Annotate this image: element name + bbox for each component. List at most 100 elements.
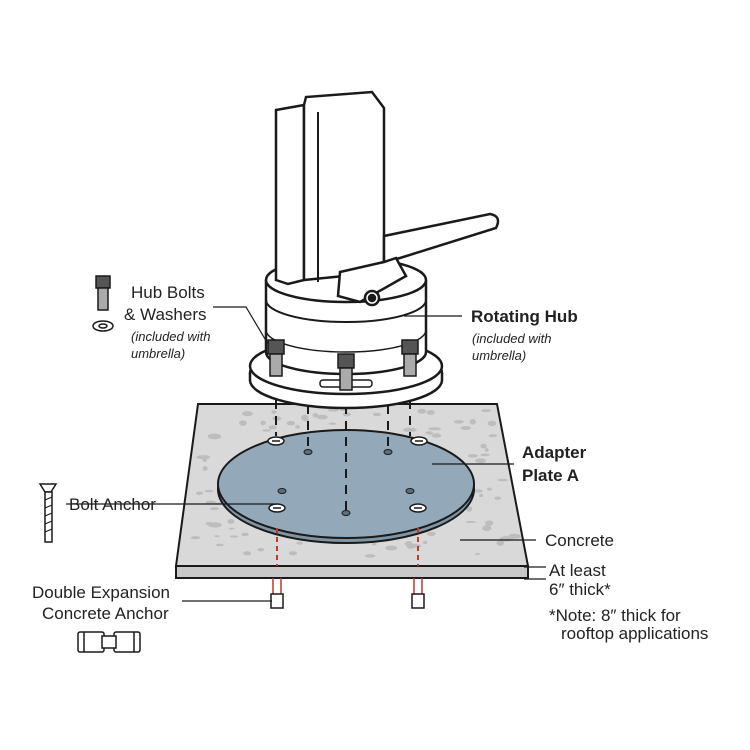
hub-bolts-label-line2: & Washers <box>124 305 207 324</box>
concrete-speckle <box>494 496 502 500</box>
concrete-speckle <box>488 434 497 438</box>
rotating-hub-note: (included with <box>472 331 552 346</box>
concrete-speckle <box>480 443 487 449</box>
concrete-speckle <box>428 427 442 431</box>
concrete-speckle <box>229 527 235 530</box>
concrete-speckle <box>327 408 339 412</box>
concrete-speckle <box>241 532 249 537</box>
plate-holes <box>277 449 415 516</box>
thickness-label: At least <box>549 561 606 580</box>
rotating-hub-label: Rotating Hub <box>471 307 578 326</box>
concrete-speckle <box>242 411 253 417</box>
concrete-speckle <box>485 520 494 526</box>
concrete-speckle <box>227 519 235 524</box>
concrete-speckle <box>372 412 382 417</box>
concrete-speckle <box>496 540 505 546</box>
concrete-speckle <box>257 547 265 552</box>
concrete-speckle <box>316 414 328 420</box>
concrete-speckle <box>422 540 428 545</box>
plate-screws <box>267 436 428 513</box>
concrete-speckle <box>288 551 298 556</box>
concrete-speckle <box>295 425 300 429</box>
concrete-speckle <box>480 409 492 413</box>
concrete-label: Concrete <box>545 531 614 550</box>
rooftop-note: *Note: 8″ thick for <box>549 606 681 625</box>
concrete-speckle <box>482 525 492 532</box>
concrete-speckle <box>202 466 208 471</box>
slab-anchors <box>270 578 425 609</box>
concrete-speckle <box>339 409 349 411</box>
adapter-plate-label: Adapter <box>522 443 587 462</box>
concrete-speckle <box>268 425 277 430</box>
leader-lines <box>66 306 546 602</box>
bolt-anchor-label: Bolt Anchor <box>69 495 156 514</box>
concrete-speckle <box>328 422 337 425</box>
concrete-speckle <box>229 535 239 538</box>
concrete-speckle <box>207 433 222 440</box>
concrete-speckles <box>190 408 521 558</box>
concrete-speckle <box>457 420 462 423</box>
concrete-speckle <box>301 414 309 421</box>
concrete-speckle <box>497 478 508 482</box>
concrete-speckle <box>271 410 277 414</box>
thickness-label-line2: 6″ thick* <box>549 580 611 599</box>
concrete-speckle <box>205 500 216 504</box>
concrete-speckle <box>425 431 434 435</box>
double-expansion-label-line2: Concrete Anchor <box>42 604 169 623</box>
rooftop-note-line2: rooftop applications <box>561 624 708 643</box>
concrete-speckle <box>364 554 376 558</box>
rotating-hub-note-line2: umbrella) <box>472 348 526 363</box>
hub-bolts-label: Hub Bolts <box>131 283 205 302</box>
concrete-speckle <box>473 489 483 493</box>
concrete-speckle <box>190 536 201 540</box>
concrete-speckle <box>460 426 472 430</box>
concrete-speckle <box>209 507 219 511</box>
concrete-speckle <box>474 458 487 464</box>
hub-bolt-icon <box>92 275 114 332</box>
concrete-speckle <box>385 545 398 551</box>
hub-bolts-note: (included with <box>131 329 211 344</box>
adapter-plate-label-line2: Plate A <box>522 466 579 485</box>
concrete-speckle <box>286 420 296 426</box>
concrete-speckle <box>417 408 427 414</box>
concrete-speckle <box>312 413 319 418</box>
concrete-speckle <box>508 533 521 539</box>
concrete-speckle <box>214 535 220 538</box>
double-expansion-label: Double Expansion <box>32 583 170 602</box>
concrete-speckle <box>484 448 489 452</box>
concrete-speckle <box>260 420 266 426</box>
concrete-speckle <box>480 453 491 457</box>
concrete-speckle <box>474 553 481 556</box>
concrete-speckle <box>479 493 484 498</box>
concrete-speckle <box>371 542 377 546</box>
concrete-speckle <box>243 551 252 556</box>
concrete-speckle <box>426 410 435 415</box>
concrete-speckle <box>204 489 214 493</box>
concrete-speckle <box>202 457 208 463</box>
concrete-speckle <box>426 531 436 537</box>
concrete-speckle <box>208 434 214 437</box>
anchor-alignment-lines <box>276 528 419 566</box>
double-expansion-anchor-icon <box>77 631 141 653</box>
concrete-speckle <box>262 429 271 432</box>
concrete-speckle <box>408 544 422 548</box>
bolt-anchor-icon <box>38 483 58 543</box>
concrete-speckle <box>403 427 417 432</box>
concrete-speckle <box>487 420 497 427</box>
concrete-speckle <box>431 433 442 438</box>
rotating-hub <box>248 90 500 410</box>
concrete-speckle <box>241 420 247 424</box>
concrete-speckle <box>296 541 303 545</box>
concrete-speckle <box>467 454 478 458</box>
hub-flange-bolts <box>267 339 419 391</box>
concrete-speckle <box>466 506 473 512</box>
concrete-speckle <box>469 419 476 425</box>
concrete-speckle <box>487 487 492 491</box>
hub-bolts-note-line2: umbrella) <box>131 346 185 361</box>
concrete-speckle <box>342 412 352 417</box>
concrete-speckle <box>215 543 224 547</box>
concrete-speckle <box>195 491 204 495</box>
concrete-speckle <box>465 521 477 523</box>
